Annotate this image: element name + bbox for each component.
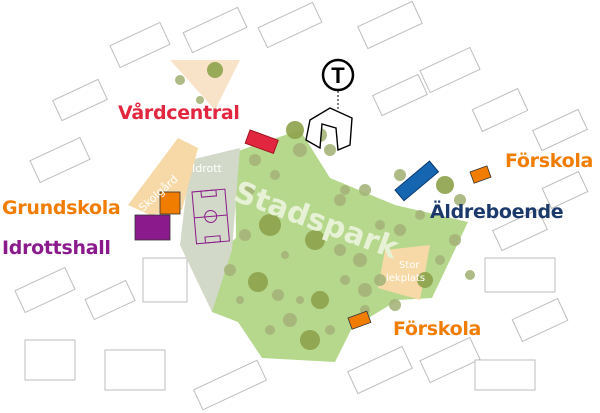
- trees: [175, 62, 475, 350]
- building: [492, 208, 548, 252]
- building: [142, 257, 188, 303]
- building: [484, 257, 556, 293]
- playground-label-2: lekplats: [386, 273, 425, 284]
- building: [192, 359, 268, 411]
- preschool-south-building: [347, 310, 372, 330]
- tree: [272, 289, 284, 301]
- tree: [239, 229, 251, 241]
- tree: [249, 154, 261, 166]
- building: [104, 349, 166, 391]
- sports-hall-building: [134, 214, 171, 241]
- tree: [324, 144, 336, 156]
- tree: [340, 185, 350, 195]
- tree: [325, 325, 335, 335]
- tree: [359, 184, 371, 196]
- sports-field-label: Idrott: [192, 162, 223, 175]
- tree: [265, 325, 275, 335]
- elderly-home-label: Äldreboende: [430, 201, 564, 223]
- tree: [334, 194, 346, 206]
- tree: [196, 96, 204, 104]
- sports-hall-label: Idrottshall: [2, 237, 111, 259]
- preschool-south-label: Förskola: [393, 318, 482, 340]
- building: [14, 266, 76, 314]
- tree: [245, 185, 255, 195]
- tree: [236, 296, 244, 304]
- preschool-east-building: [469, 165, 492, 184]
- tree: [175, 75, 185, 85]
- playground-label-1: Stor: [399, 260, 420, 271]
- tree: [449, 234, 461, 246]
- building: [541, 170, 589, 210]
- building: [347, 345, 413, 395]
- tree: [300, 330, 320, 350]
- background-buildings: [14, 0, 589, 411]
- metro-icon: [321, 58, 355, 92]
- building: [471, 87, 529, 133]
- tree: [436, 176, 454, 194]
- tree: [389, 299, 401, 311]
- tree: [375, 220, 385, 230]
- tree: [465, 270, 475, 280]
- building: [182, 6, 248, 54]
- building: [84, 279, 136, 321]
- tree: [417, 272, 433, 288]
- tree: [224, 264, 236, 276]
- tree: [435, 255, 445, 265]
- tree: [283, 313, 297, 327]
- football-pitch: [191, 188, 230, 245]
- building: [257, 1, 323, 49]
- metro-symbol: T: [331, 63, 345, 88]
- building: [511, 297, 569, 343]
- building: [474, 359, 536, 391]
- tree: [311, 291, 329, 309]
- tree: [286, 121, 304, 139]
- building: [24, 339, 76, 381]
- health-center-label: Vårdcentral: [118, 102, 240, 124]
- health-center-building: [244, 129, 279, 155]
- building: [29, 136, 91, 184]
- tree: [270, 170, 280, 180]
- tree: [259, 214, 281, 236]
- tree: [207, 62, 223, 78]
- building: [372, 73, 428, 117]
- tree: [334, 244, 346, 256]
- preschool-east-label: Förskola: [505, 150, 594, 172]
- building: [109, 21, 171, 69]
- building: [532, 108, 588, 152]
- primary-school-building: [159, 191, 181, 215]
- tree: [248, 272, 268, 292]
- tree: [281, 251, 289, 259]
- elderly-home-building: [394, 160, 440, 202]
- tree: [340, 275, 350, 285]
- tree: [374, 274, 386, 286]
- building: [357, 0, 423, 50]
- tree: [305, 230, 325, 250]
- metro-station-building: [305, 107, 353, 152]
- tree: [415, 210, 425, 220]
- building: [52, 78, 108, 122]
- tree: [353, 253, 367, 267]
- tree: [296, 296, 304, 304]
- tree: [394, 224, 406, 236]
- tree: [293, 143, 307, 157]
- tree: [358, 283, 372, 297]
- building: [419, 336, 481, 384]
- tree: [394, 169, 406, 181]
- primary-school-label: Grundskola: [2, 197, 121, 219]
- tree: [454, 194, 466, 206]
- playground-area: [378, 245, 430, 300]
- building: [419, 46, 481, 94]
- schoolyard-area: [128, 138, 198, 215]
